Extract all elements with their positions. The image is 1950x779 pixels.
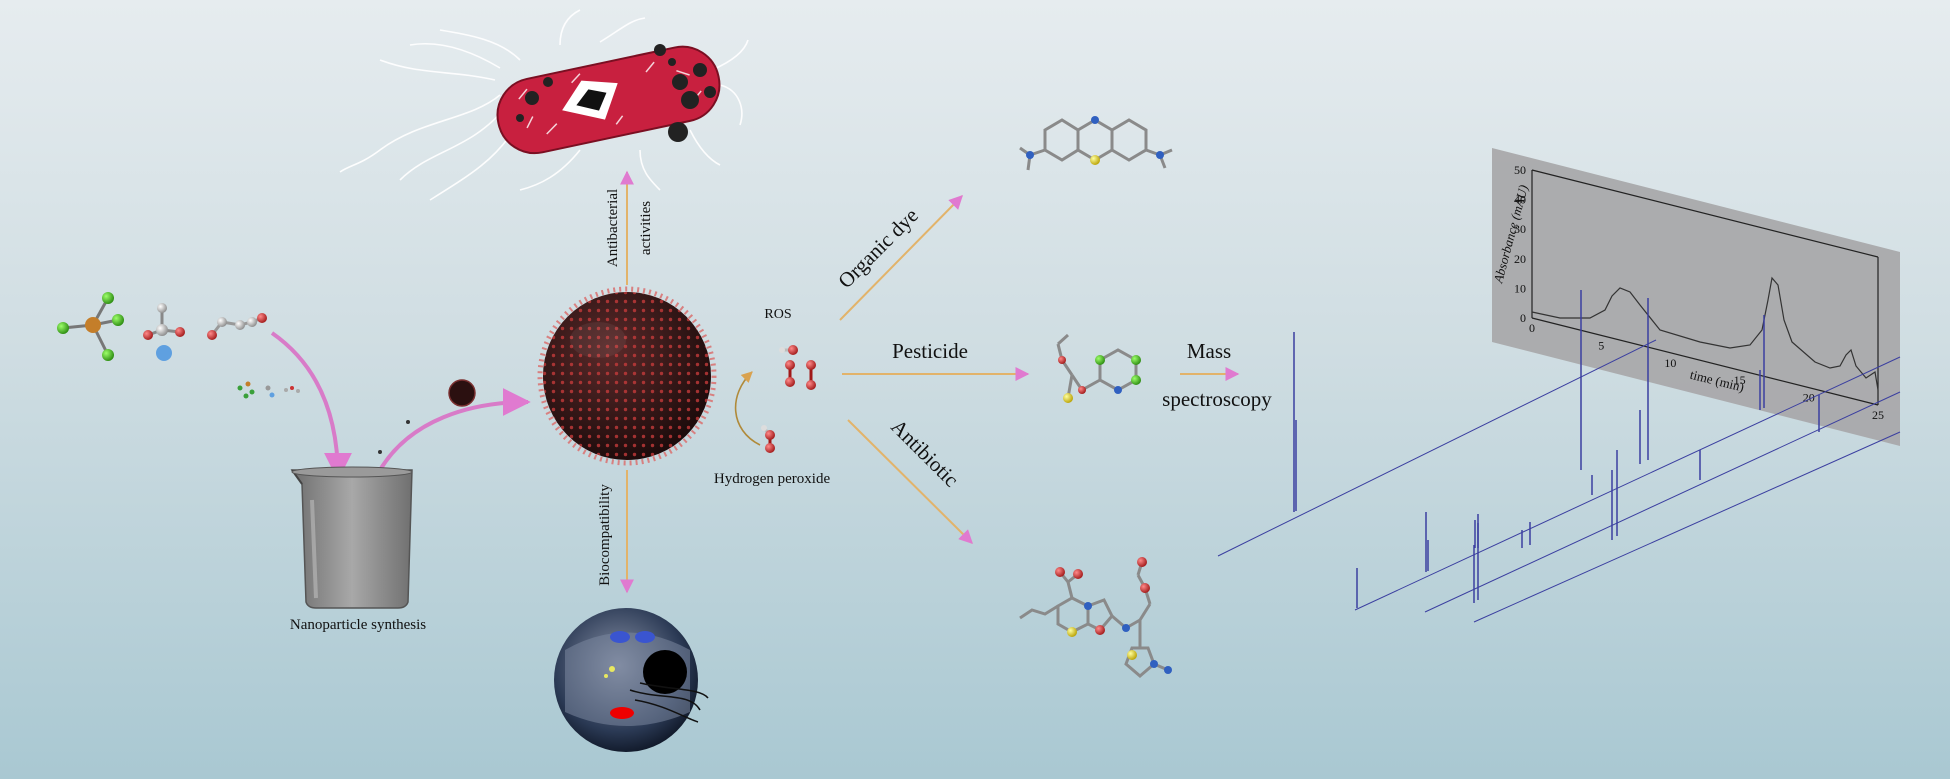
spectroscopy-label: spectroscopy bbox=[1162, 387, 1272, 411]
pesticide-label: Pesticide bbox=[892, 339, 968, 363]
hydrogen-peroxide-label: Hydrogen peroxide bbox=[714, 471, 831, 487]
chromatogram-y-tick: 0 bbox=[1520, 311, 1526, 325]
cell-icon bbox=[554, 608, 709, 752]
chromatogram-x-tick: 15 bbox=[1734, 373, 1746, 387]
nanoparticle-icon bbox=[537, 286, 717, 466]
chromatogram-x-tick: 10 bbox=[1664, 356, 1676, 370]
bacterium-icon bbox=[339, 9, 749, 201]
chromatogram-y-tick: 20 bbox=[1514, 252, 1526, 266]
beaker-icon bbox=[290, 466, 413, 609]
chromatogram-y-tick: 40 bbox=[1514, 193, 1526, 207]
chromatogram-x-tick: 25 bbox=[1872, 408, 1884, 422]
precursor-molecule-3 bbox=[207, 313, 267, 340]
small-nanoparticle-icon bbox=[448, 379, 476, 407]
arrow-beaker-to-nanoparticle bbox=[378, 388, 531, 472]
chromatogram-x-tick: 0 bbox=[1529, 321, 1535, 335]
ros-label: ROS bbox=[764, 307, 791, 322]
antibacterial-label: Antibacterial bbox=[605, 189, 621, 267]
mass-spectra-3d bbox=[1217, 290, 1901, 623]
chromatogram-trace bbox=[1531, 276, 1879, 391]
chromatogram-y-tick: 10 bbox=[1514, 281, 1526, 295]
arrow-antibiotic bbox=[847, 419, 973, 544]
nanoparticle-synthesis-label: Nanoparticle synthesis bbox=[290, 617, 426, 633]
biocompatibility-label: Biocompatibility bbox=[597, 484, 613, 586]
antibiotic-label: Antibiotic bbox=[886, 414, 963, 491]
chromatogram-y-tick: 50 bbox=[1514, 163, 1526, 177]
ros-molecules-icon bbox=[761, 345, 816, 453]
antibiotic-molecule-icon bbox=[1019, 557, 1172, 678]
mass-label: Mass bbox=[1187, 339, 1231, 363]
precursor-molecule-2 bbox=[143, 303, 185, 361]
ros-curved-arrow bbox=[734, 371, 761, 446]
precursor-molecule-1 bbox=[57, 292, 124, 361]
pesticide-molecule-icon bbox=[1056, 333, 1141, 403]
organic-dye-molecule-icon bbox=[1019, 116, 1173, 171]
arrow-organic-dye bbox=[839, 195, 963, 321]
activities-label: activities bbox=[638, 201, 654, 255]
precursor-mini-molecules bbox=[237, 381, 300, 399]
chromatogram-y-tick: 30 bbox=[1514, 222, 1526, 236]
chromatogram-x-tick: 5 bbox=[1598, 338, 1604, 352]
arrow-precursor-to-beaker bbox=[270, 331, 352, 481]
